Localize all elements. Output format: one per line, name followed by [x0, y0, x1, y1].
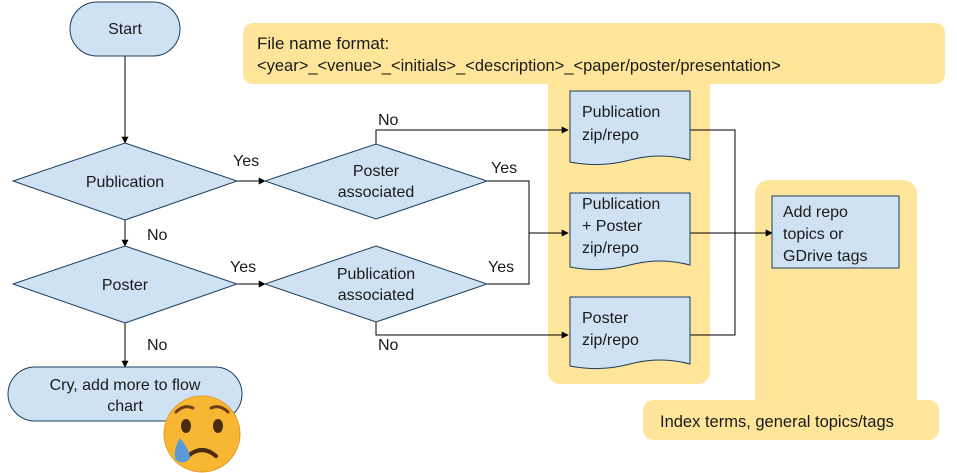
edge-label-poster-yes: Yes — [230, 259, 256, 276]
connectors — [121, 56, 773, 368]
add-repo-process — [771, 195, 900, 269]
publication-decision-label: Publication — [86, 174, 164, 191]
poster-zip-label-1: Poster — [582, 310, 629, 327]
edge-label-publication-associated-yes: Yes — [488, 259, 514, 276]
filename-format-pattern: <year>_<venue>_<initials>_<description>_… — [257, 57, 781, 75]
poster-decision — [11, 245, 239, 324]
poster-decision-label: Poster — [102, 277, 149, 294]
publication-poster-zip-label-1: Publication — [582, 196, 660, 213]
poster-zip-label-2: zip/repo — [582, 332, 639, 349]
edge-label-publication-yes: Yes — [233, 153, 259, 170]
edge-label-publication-associated-no: No — [378, 337, 399, 354]
publication-associated-label-2: associated — [338, 287, 415, 304]
add-repo-label-1: Add repo — [783, 204, 848, 221]
publication-zip-document — [569, 90, 691, 166]
publication-zip-label-2: zip/repo — [582, 127, 639, 144]
publication-associated-decision — [263, 245, 489, 323]
publication-decision — [11, 142, 239, 221]
poster-zip-document — [569, 296, 691, 370]
add-repo-label-3: GDrive tags — [783, 248, 867, 265]
publication-zip-label-1: Publication — [582, 104, 660, 121]
publication-poster-zip-label-3: zip/repo — [582, 240, 639, 257]
add-repo-label-2: topics or — [783, 226, 844, 243]
cry-label-1: Cry, add more to flow — [50, 377, 201, 394]
filename-format-title: File name format: — [257, 34, 389, 53]
start-terminator — [69, 1, 181, 57]
publication-poster-zip-label-2: + Poster — [582, 218, 643, 235]
start-label: Start — [108, 21, 142, 38]
crying-face-icon — [163, 395, 241, 473]
publication-poster-zip-document — [569, 192, 691, 271]
poster-associated-label-2: associated — [338, 184, 415, 201]
publication-associated-label-1: Publication — [337, 266, 415, 283]
edge-label-publication-no: No — [147, 227, 168, 244]
edge-label-poster-associated-no: No — [378, 112, 399, 129]
poster-associated-label-1: Poster — [353, 163, 400, 180]
edge-label-poster-associated-yes: Yes — [491, 160, 517, 177]
poster-associated-decision — [263, 143, 489, 220]
edge-label-poster-no: No — [147, 337, 168, 354]
index-terms-note: Index terms, general topics/tags — [660, 413, 894, 431]
cry-label-2: chart — [107, 398, 143, 415]
